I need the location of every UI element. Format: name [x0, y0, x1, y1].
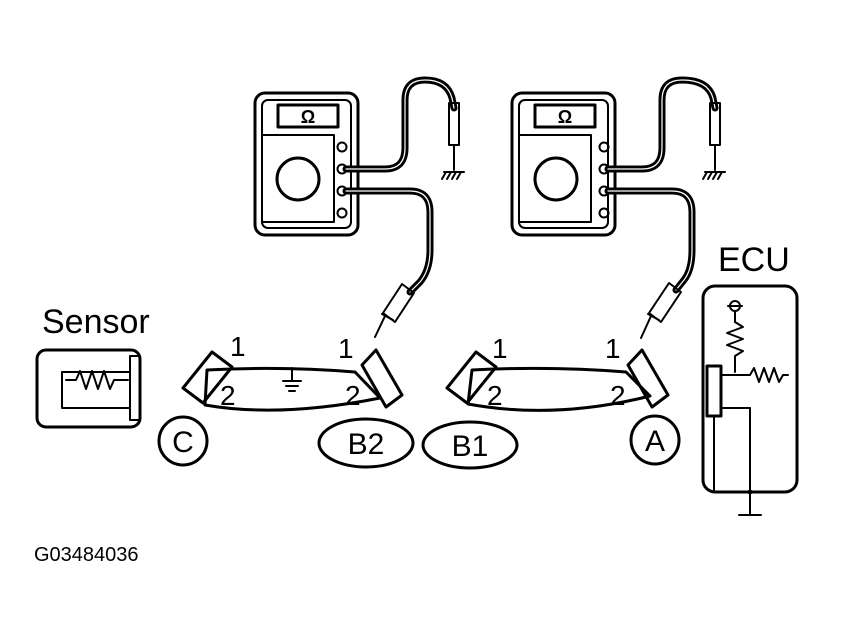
lead-right-a	[604, 187, 696, 339]
c-pin-2: 2	[220, 380, 236, 411]
connector-tag-b2: B2	[317, 417, 415, 469]
jack-left-4[interactable]	[336, 207, 348, 219]
connector-b1-label: B1	[452, 430, 489, 463]
ground-icon	[441, 171, 465, 180]
harness-b1-a: 1 2 1 2	[445, 333, 670, 412]
ohm-display-right: Ω	[558, 107, 572, 127]
connector-a-label: A	[645, 425, 665, 458]
connector-b2-label: B2	[348, 428, 385, 461]
ecu-input-resistor-icon	[734, 367, 789, 383]
ohmmeter-left: Ω	[253, 91, 360, 237]
ecu-pullup-resistor-icon	[726, 321, 744, 373]
jack-left-1[interactable]	[336, 141, 348, 153]
lead-left-b2	[342, 187, 434, 338]
lead-right-ground	[604, 76, 726, 180]
connector-tag-c: C	[157, 415, 209, 467]
sensor-resistor-icon	[65, 370, 129, 390]
ground-icon	[282, 367, 302, 392]
ohm-display-left: Ω	[301, 107, 315, 127]
connector-c-housing	[181, 350, 234, 405]
connector-tag-b1: B1	[421, 420, 519, 470]
ecu-box	[701, 284, 799, 516]
sensor-box	[35, 348, 142, 429]
dial-left[interactable]	[275, 156, 321, 202]
a-pin-2: 2	[610, 380, 626, 411]
a-pin-1: 1	[605, 333, 621, 364]
connector-c-label: C	[172, 426, 194, 459]
lead-left-ground	[342, 76, 465, 180]
connector-tag-a: A	[629, 414, 681, 466]
jack-right-1[interactable]	[598, 141, 610, 153]
probe-b2[interactable]	[374, 283, 415, 338]
connector-b2-housing	[360, 348, 404, 409]
sensor-label: Sensor	[42, 303, 150, 341]
ground-icon	[702, 171, 726, 180]
figure-id: G03484036	[34, 544, 139, 566]
connector-b1-housing	[445, 350, 498, 405]
ohmmeter-right: Ω	[510, 91, 617, 237]
b1-pin-2: 2	[487, 380, 503, 411]
b1-pin-1: 1	[492, 333, 508, 364]
c-pin-1: 1	[230, 331, 246, 362]
probe-a[interactable]	[640, 282, 682, 339]
ecu-label: ECU	[718, 241, 790, 279]
b2-pin-1: 1	[338, 333, 354, 364]
dial-right[interactable]	[533, 156, 579, 202]
jack-right-4[interactable]	[598, 207, 610, 219]
harness-c-b2: 1 2 1 2	[181, 331, 404, 412]
connector-a-housing	[626, 348, 670, 409]
b2-pin-2: 2	[345, 380, 361, 411]
